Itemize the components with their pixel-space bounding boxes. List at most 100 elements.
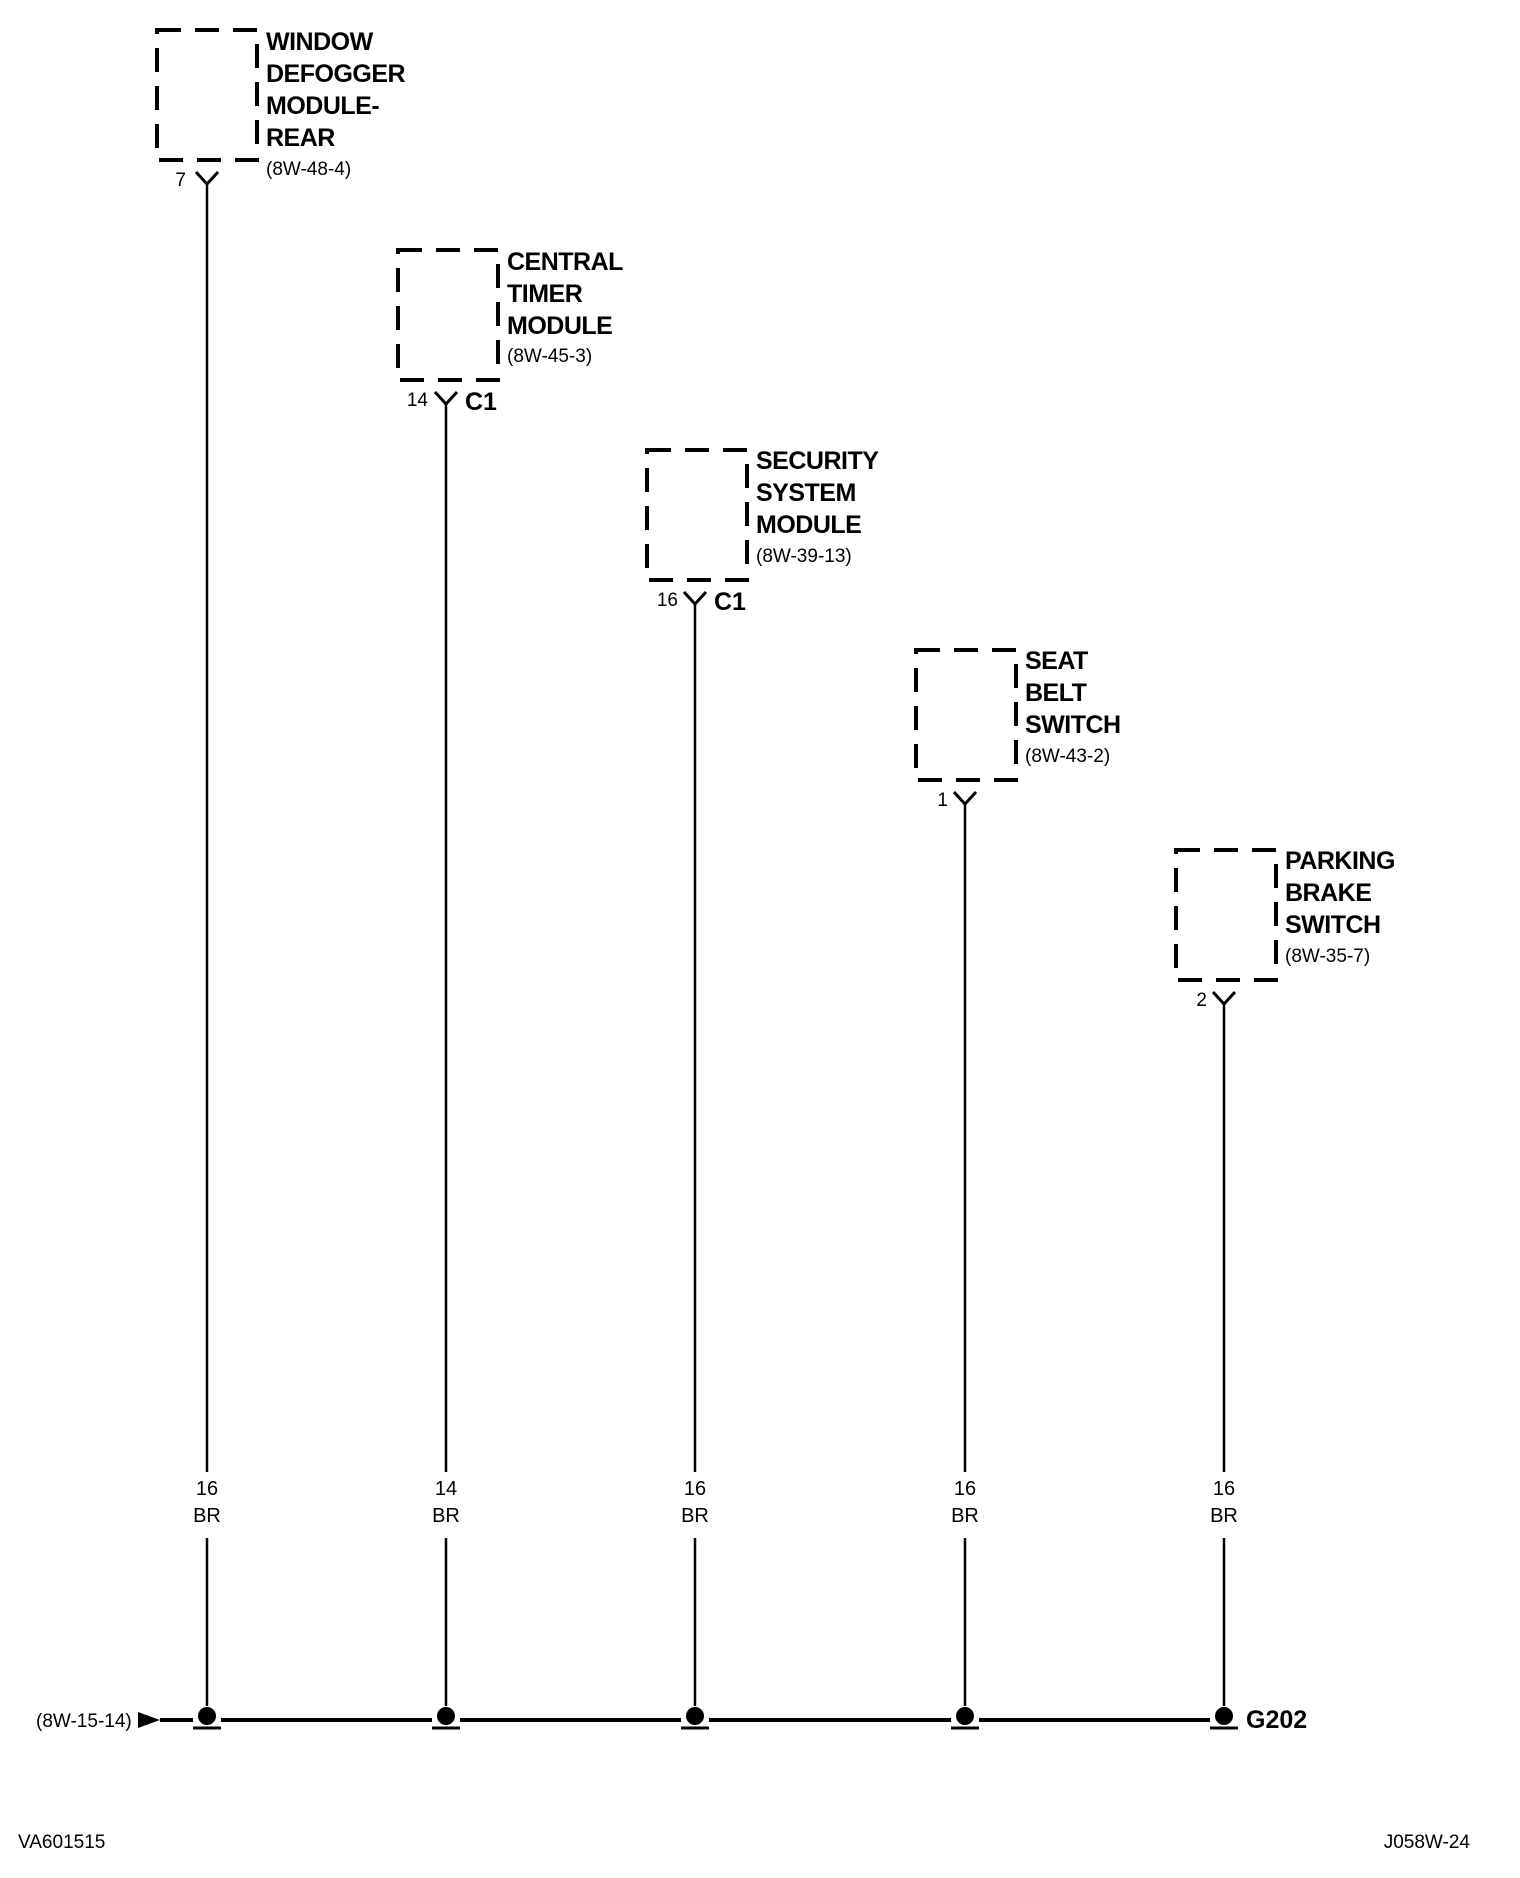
wire-gauge: 16	[954, 1478, 976, 1500]
ground-bus: (8W-15-14) G202	[36, 1706, 1307, 1734]
pin-connector-icon	[1211, 990, 1237, 1007]
svg-text:SEAT: SEAT	[1025, 647, 1088, 675]
component-name-line: BELT	[1025, 679, 1087, 707]
svg-text:(8W-48-4): (8W-48-4)	[266, 159, 351, 180]
wire-gauge: 16	[196, 1478, 218, 1500]
splice-dot	[681, 1707, 709, 1730]
svg-text:2: 2	[1196, 990, 1207, 1011]
wire-gauge: 16	[684, 1478, 706, 1500]
svg-text:PARKING: PARKING	[1285, 847, 1395, 875]
svg-text:BR: BR	[681, 1505, 709, 1527]
pin-number: 16	[657, 590, 678, 611]
component-box	[1174, 848, 1278, 982]
component-box	[914, 648, 1018, 782]
component-name-line: DEFOGGER	[266, 60, 406, 88]
arrow-right-icon	[138, 1712, 160, 1728]
component-name-line: SWITCH	[1025, 711, 1121, 739]
ground-symbol-icon	[1210, 1707, 1238, 1730]
svg-text:VA601515: VA601515	[18, 1832, 105, 1853]
svg-text:G202: G202	[1246, 1706, 1307, 1734]
ground-label: G202	[1246, 1706, 1307, 1734]
svg-text:SECURITY: SECURITY	[756, 447, 879, 475]
component-name-line: MODULE	[756, 511, 861, 539]
svg-text:16: 16	[657, 590, 678, 611]
svg-text:16: 16	[684, 1478, 706, 1500]
svg-text:BR: BR	[1210, 1505, 1238, 1527]
svg-text:14: 14	[435, 1478, 457, 1500]
component-seat-belt-switch: SEAT BELT SWITCH (8W-43-2) 1 16 BR	[914, 647, 1121, 1706]
wire-gauge: 14	[435, 1478, 457, 1500]
pin-number: 7	[175, 170, 186, 191]
component-name-line: WINDOW	[266, 28, 374, 56]
component-name-line: SEAT	[1025, 647, 1088, 675]
component-name-line: REAR	[266, 124, 335, 152]
figure-code-right: J058W-24	[1384, 1832, 1471, 1853]
component-box	[396, 248, 500, 382]
component-page-ref: (8W-43-2)	[1025, 746, 1110, 767]
component-name-line: SECURITY	[756, 447, 879, 475]
svg-text:SYSTEM: SYSTEM	[756, 479, 856, 507]
pin-connector-icon	[433, 390, 459, 407]
svg-text:7: 7	[175, 170, 186, 191]
component-central-timer-module: CENTRAL TIMER MODULE (8W-45-3) 14 C1 14 …	[396, 248, 624, 1706]
svg-text:WINDOW: WINDOW	[266, 28, 374, 56]
svg-text:MODULE: MODULE	[756, 511, 861, 539]
svg-text:BRAKE: BRAKE	[1285, 879, 1371, 907]
svg-text:16: 16	[196, 1478, 218, 1500]
component-window-defogger-module-rear: WINDOW DEFOGGER MODULE- REAR (8W-48-4) 7…	[155, 28, 406, 1706]
connector-id: C1	[714, 588, 746, 616]
pin-number: 2	[1196, 990, 1207, 1011]
svg-text:(8W-15-14): (8W-15-14)	[36, 1711, 132, 1732]
wire-color: BR	[681, 1505, 709, 1527]
component-page-ref: (8W-39-13)	[756, 546, 852, 567]
pin-number: 1	[937, 790, 948, 811]
component-security-system-module: SECURITY SYSTEM MODULE (8W-39-13) 16 C1 …	[645, 447, 880, 1706]
svg-text:(8W-45-3): (8W-45-3)	[507, 346, 592, 367]
svg-text:DEFOGGER: DEFOGGER	[266, 60, 406, 88]
pin-connector-icon	[952, 790, 978, 807]
svg-text:REAR: REAR	[266, 124, 335, 152]
wire-color: BR	[951, 1505, 979, 1527]
svg-text:BELT: BELT	[1025, 679, 1087, 707]
wire-color: BR	[432, 1505, 460, 1527]
svg-text:(8W-39-13): (8W-39-13)	[756, 546, 852, 567]
svg-text:MODULE-: MODULE-	[266, 92, 379, 120]
component-name-line: PARKING	[1285, 847, 1395, 875]
svg-text:CENTRAL: CENTRAL	[507, 248, 623, 276]
component-name-line: SYSTEM	[756, 479, 856, 507]
pin-number: 14	[407, 390, 429, 411]
component-name-line: MODULE-	[266, 92, 379, 120]
wire-gauge: 16	[1213, 1478, 1235, 1500]
svg-text:BR: BR	[193, 1505, 221, 1527]
svg-text:BR: BR	[432, 1505, 460, 1527]
wire-color: BR	[193, 1505, 221, 1527]
component-page-ref: (8W-45-3)	[507, 346, 592, 367]
svg-text:BR: BR	[951, 1505, 979, 1527]
svg-text:1: 1	[937, 790, 948, 811]
wire-color: BR	[1210, 1505, 1238, 1527]
pin-connector-icon	[194, 170, 220, 187]
svg-text:TIMER: TIMER	[507, 280, 583, 308]
component-page-ref: (8W-48-4)	[266, 159, 351, 180]
component-name-line: SWITCH	[1285, 911, 1381, 939]
svg-text:(8W-43-2): (8W-43-2)	[1025, 746, 1110, 767]
svg-text:J058W-24: J058W-24	[1384, 1832, 1471, 1853]
svg-text:SWITCH: SWITCH	[1025, 711, 1121, 739]
splice-dot	[193, 1707, 221, 1730]
svg-text:SWITCH: SWITCH	[1285, 911, 1381, 939]
component-name-line: CENTRAL	[507, 248, 623, 276]
component-name-line: BRAKE	[1285, 879, 1371, 907]
figure-code-left: VA601515	[18, 1832, 105, 1853]
splice-dot	[951, 1707, 979, 1730]
component-name-line: MODULE	[507, 312, 612, 340]
svg-text:C1: C1	[714, 588, 746, 616]
component-name-line: TIMER	[507, 280, 583, 308]
svg-text:14: 14	[407, 390, 429, 411]
component-box	[645, 448, 749, 582]
incoming-page-ref: (8W-15-14)	[36, 1711, 132, 1732]
connector-id: C1	[465, 388, 497, 416]
svg-text:MODULE: MODULE	[507, 312, 612, 340]
splice-dot	[432, 1707, 460, 1730]
svg-text:16: 16	[954, 1478, 976, 1500]
